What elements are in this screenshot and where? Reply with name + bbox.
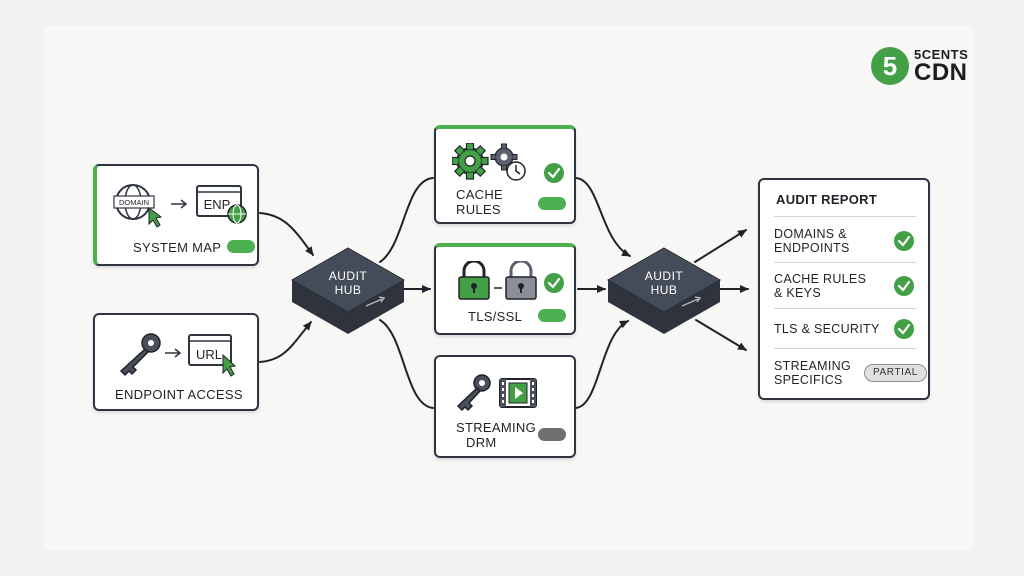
audit-hub-2[interactable]: AUDIT HUB: [604, 244, 724, 336]
connector-endpoint-hub1: [259, 321, 312, 363]
tls-ssl-label: TLS/SSL: [468, 309, 523, 324]
tls-ssl-card[interactable]: TLS/SSL: [434, 243, 576, 335]
key-icon: [456, 374, 537, 412]
audit-hub-1[interactable]: AUDIT HUB: [288, 244, 408, 336]
streaming-drm-label-line2: DRM: [466, 435, 497, 450]
cache-rules-label-line1: CACHE: [456, 187, 504, 202]
connector-cache-hub2: [575, 177, 631, 257]
report-row-cache: CACHE RULES & KEYS: [774, 262, 916, 309]
brand-name-top: 5CENTS: [914, 47, 969, 62]
system-map-toggle[interactable]: [227, 240, 255, 253]
cache-rules-card[interactable]: CACHE RULES: [434, 125, 576, 224]
cache-rules-check-icon: [544, 163, 564, 183]
cache-rules-label-line2: RULES: [456, 202, 501, 217]
audit-report-title: AUDIT REPORT: [776, 192, 878, 207]
streaming-drm-card[interactable]: STREAMING DRM: [434, 355, 576, 458]
report-row-cache-line1: CACHE RULES: [774, 272, 867, 286]
domains-check-icon: [894, 231, 914, 251]
report-row-tls-line1: TLS & SECURITY: [774, 322, 880, 336]
connector-systemmap-hub1: [259, 212, 314, 256]
lock-closed-icon: [458, 261, 537, 300]
cache-check-icon: [894, 276, 914, 296]
gear-icon: [452, 143, 526, 181]
report-row-streaming-line2: SPECIFICS: [774, 373, 843, 387]
endpoint-access-label: ENDPOINT ACCESS: [115, 387, 243, 402]
report-row-domains-line1: DOMAINS &: [774, 227, 847, 241]
tls-check-icon: [894, 319, 914, 339]
connector-hub2-report-3: [695, 319, 747, 351]
hub-1-label-line1: AUDIT: [328, 269, 368, 283]
report-row-cache-line2: & KEYS: [774, 286, 821, 300]
lock-gray-icon: [509, 261, 533, 277]
hub-1-label-line2: HUB: [334, 283, 362, 297]
system-map-card[interactable]: DOMAIN ENP SYSTEM MAP: [93, 164, 259, 266]
report-row-streaming: STREAMING SPECIFICS PARTIAL: [774, 348, 927, 395]
key-url-icon: URL: [119, 333, 237, 377]
connector-hub2-report-1: [694, 229, 747, 263]
system-map-label: SYSTEM MAP: [133, 240, 222, 255]
cache-rules-toggle[interactable]: [538, 197, 566, 210]
url-tag-text: URL: [196, 347, 222, 362]
brand-name-bottom: CDN: [914, 59, 968, 86]
logo-digit: 5: [883, 51, 897, 81]
report-row-streaming-line1: STREAMING: [774, 359, 852, 373]
report-row-domains: DOMAINS & ENDPOINTS: [774, 216, 916, 263]
brand-logo-icon: 5: [871, 47, 909, 85]
streaming-drm-toggle[interactable]: [538, 428, 566, 441]
gear-clock-icon: [490, 143, 518, 171]
hub-1-shape: [290, 247, 406, 334]
domain-globe-icon: DOMAIN ENP: [113, 184, 247, 228]
endpoint-access-card[interactable]: URL ENDPOINT ACCESS: [93, 313, 259, 411]
hub-2-label-line1: AUDIT: [644, 269, 684, 283]
audit-report-card[interactable]: AUDIT REPORT DOMAINS & ENDPOINTS CACHE R…: [758, 178, 930, 400]
connector-hub1-cache: [379, 177, 434, 263]
report-row-domains-line2: ENDPOINTS: [774, 241, 850, 255]
domain-tag-text: DOMAIN: [119, 198, 149, 207]
partial-status-badge: PARTIAL: [864, 364, 927, 382]
hub-2-label-line2: HUB: [650, 283, 678, 297]
streaming-drm-label-line1: STREAMING: [456, 420, 536, 435]
hub-2-shape: [606, 247, 722, 334]
tls-ssl-toggle[interactable]: [538, 309, 566, 322]
endpoint-tag-text: ENP: [204, 197, 231, 212]
report-row-tls: TLS & SECURITY: [774, 308, 916, 349]
connector-drm-hub2: [575, 320, 629, 409]
tls-ssl-check-icon: [544, 273, 564, 293]
connector-hub1-drm: [379, 319, 434, 409]
video-icon: [499, 378, 537, 408]
